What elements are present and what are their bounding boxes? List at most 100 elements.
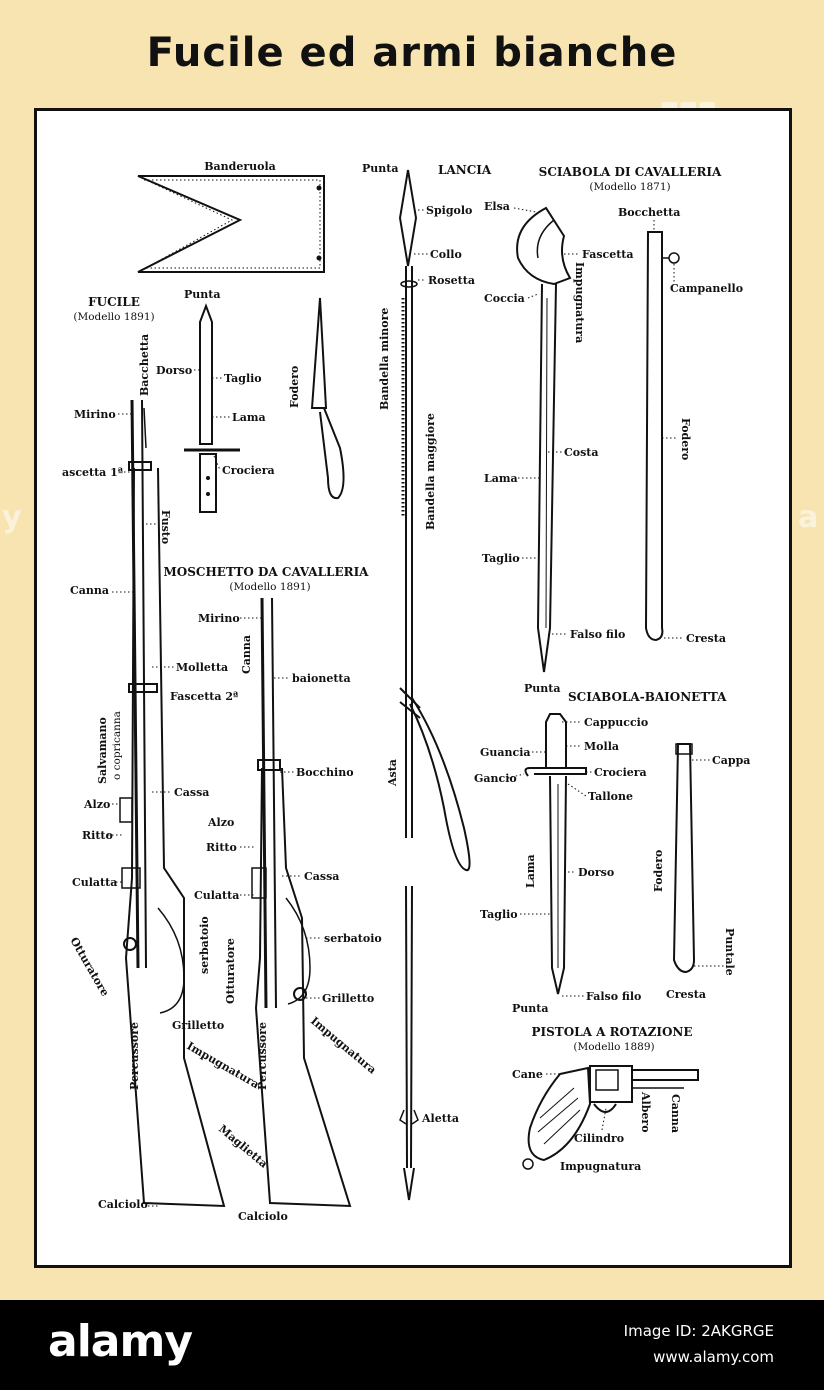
label-b-taglio: Taglio — [480, 908, 518, 921]
label-sciabola-model: (Modello 1871) — [589, 181, 670, 193]
label-s-lama: Lama — [484, 472, 518, 485]
saber-drawing — [516, 206, 680, 673]
label-m-calciolo: Calciolo — [238, 1210, 288, 1223]
label-crociera: Crociera — [222, 464, 275, 477]
label-moschetto-model: (Modello 1891) — [229, 581, 310, 593]
label-spigolo: Spigolo — [426, 204, 472, 217]
image-id: Image ID: 2AKGRGE — [623, 1322, 774, 1340]
label-s-punta: Punta — [524, 682, 560, 695]
label-m-bocchino: Bocchino — [296, 766, 354, 779]
label-lama: Lama — [232, 411, 266, 424]
label-pistola-model: (Modello 1889) — [573, 1041, 654, 1053]
label-b-dorso: Dorso — [578, 866, 614, 879]
label-moschetto: MOSCHETTO DA CAVALLERIA — [164, 565, 370, 579]
label-b-cresta: Cresta — [666, 988, 706, 1001]
label-m-culatta: Culatta — [194, 889, 239, 902]
label-falso-filo: Falso filo — [570, 628, 625, 641]
label-m-canna: Canna — [240, 635, 253, 674]
label-cilindro: Cilindro — [574, 1132, 624, 1145]
label-m-ritto: Ritto — [206, 841, 237, 854]
label-p-canna: Canna — [669, 1094, 682, 1133]
label-alzo: Alzo — [83, 798, 110, 811]
rifle-drawing — [119, 399, 226, 1208]
label-puntale: Puntale — [723, 928, 736, 976]
label-fascetta: Fascetta — [582, 248, 634, 261]
label-fascetta2: Fascetta 2ª — [170, 690, 239, 703]
footer-bar: alamy Image ID: 2AKGRGE www.alamy.com — [0, 1300, 824, 1390]
site-url: www.alamy.com — [653, 1348, 774, 1366]
label-p-impugnatura: Impugnatura — [560, 1160, 641, 1173]
label-otturatore: Otturatore — [67, 935, 111, 999]
label-campanello: Campanello — [670, 282, 743, 295]
label-albero: Albero — [639, 1091, 652, 1133]
bayonet-scabbard-drawing — [310, 297, 345, 500]
watermark-mark: y — [2, 500, 22, 535]
label-aletta: Aletta — [421, 1112, 459, 1125]
label-bacchetta: Bacchetta — [138, 334, 151, 396]
label-m-grilletto: Grilletto — [322, 992, 374, 1005]
label-elsa: Elsa — [484, 200, 510, 213]
label-m-alzo: Alzo — [207, 816, 234, 829]
label-punta-lancia: Punta — [362, 162, 398, 175]
label-mirino: Mirino — [74, 408, 116, 421]
label-collo: Collo — [430, 248, 462, 261]
label-molletta: Molletta — [176, 661, 228, 674]
sword-bayonet-drawing — [524, 713, 696, 995]
label-sciabola: SCIABOLA DI CAVALLERIA — [539, 165, 722, 179]
label-m-impugnatura: Impugnatura — [308, 1014, 379, 1076]
label-grilletto: Grilletto — [172, 1019, 224, 1032]
label-costa: Costa — [564, 446, 599, 459]
label-s-fodero: Fodero — [679, 418, 692, 460]
label-serbatoio: serbatoio — [198, 916, 211, 974]
banderuola-flag — [137, 175, 325, 273]
label-fodero: Fodero — [288, 366, 301, 408]
label-canna: Canna — [70, 584, 109, 597]
label-copricanna: o copricanna — [111, 711, 123, 780]
label-fusto: Fusto — [159, 510, 172, 544]
label-bocchetta: Bocchetta — [618, 206, 680, 219]
watermark-mark: a — [798, 500, 819, 535]
label-cappuccio: Cappuccio — [584, 716, 648, 729]
bayonet-drawing — [184, 303, 240, 513]
revolver-drawing — [522, 1065, 699, 1170]
label-bandella-maggiore: Bandella maggiore — [424, 413, 437, 530]
label-punta-bayonet: Punta — [184, 288, 220, 301]
label-calciolo: Calciolo — [98, 1198, 148, 1211]
label-taglio: Taglio — [224, 372, 262, 385]
label-ritto: Ritto — [82, 829, 113, 842]
label-cappa: Cappa — [712, 754, 750, 767]
brand-logo: alamy — [48, 1316, 193, 1367]
label-m-cassa: Cassa — [304, 870, 339, 883]
label-m-otturatore: Otturatore — [224, 938, 237, 1004]
label-b-fodero: Fodero — [652, 850, 665, 892]
label-s-taglio: Taglio — [482, 552, 520, 565]
label-lancia: LANCIA — [438, 163, 492, 177]
label-sciabola-baionetta: SCIABOLA-BAIONETTA — [568, 690, 727, 704]
lance-drawing — [398, 169, 471, 1201]
label-impugnatura-s: Impugnatura — [573, 262, 586, 343]
weapons-plate: Banderuola FUCILE (Modello 1891) Bacchet… — [62, 160, 750, 1223]
label-b-crociera: Crociera — [594, 766, 647, 779]
label-fucile: FUCILE — [88, 295, 140, 309]
label-rosetta: Rosetta — [428, 274, 475, 287]
label-b-punta: Punta — [512, 1002, 548, 1015]
label-cresta: Cresta — [686, 632, 726, 645]
carbine-drawing — [251, 597, 352, 1208]
label-m-baionetta: baionetta — [292, 672, 351, 685]
label-m-serbatoio: serbatoio — [324, 932, 382, 945]
label-percussore: Percussore — [128, 1022, 141, 1090]
label-b-lama: Lama — [524, 854, 537, 888]
label-salvamano: Salvamano — [96, 717, 109, 784]
label-fucile-model: (Modello 1891) — [73, 311, 154, 323]
label-asta: Asta — [386, 759, 399, 787]
label-bandella-minore: Bandella minore — [378, 308, 391, 410]
label-guancia: Guancia — [480, 746, 531, 759]
label-m-mirino: Mirino — [198, 612, 240, 625]
label-cane: Cane — [512, 1068, 543, 1081]
label-coccia: Coccia — [484, 292, 525, 305]
label-molla: Molla — [584, 740, 619, 753]
label-impugnatura: Impugnatura — [185, 1039, 262, 1091]
label-dorso: Dorso — [156, 364, 192, 377]
label-gancio: Gancio — [474, 772, 517, 785]
label-culatta: Culatta — [72, 876, 117, 889]
